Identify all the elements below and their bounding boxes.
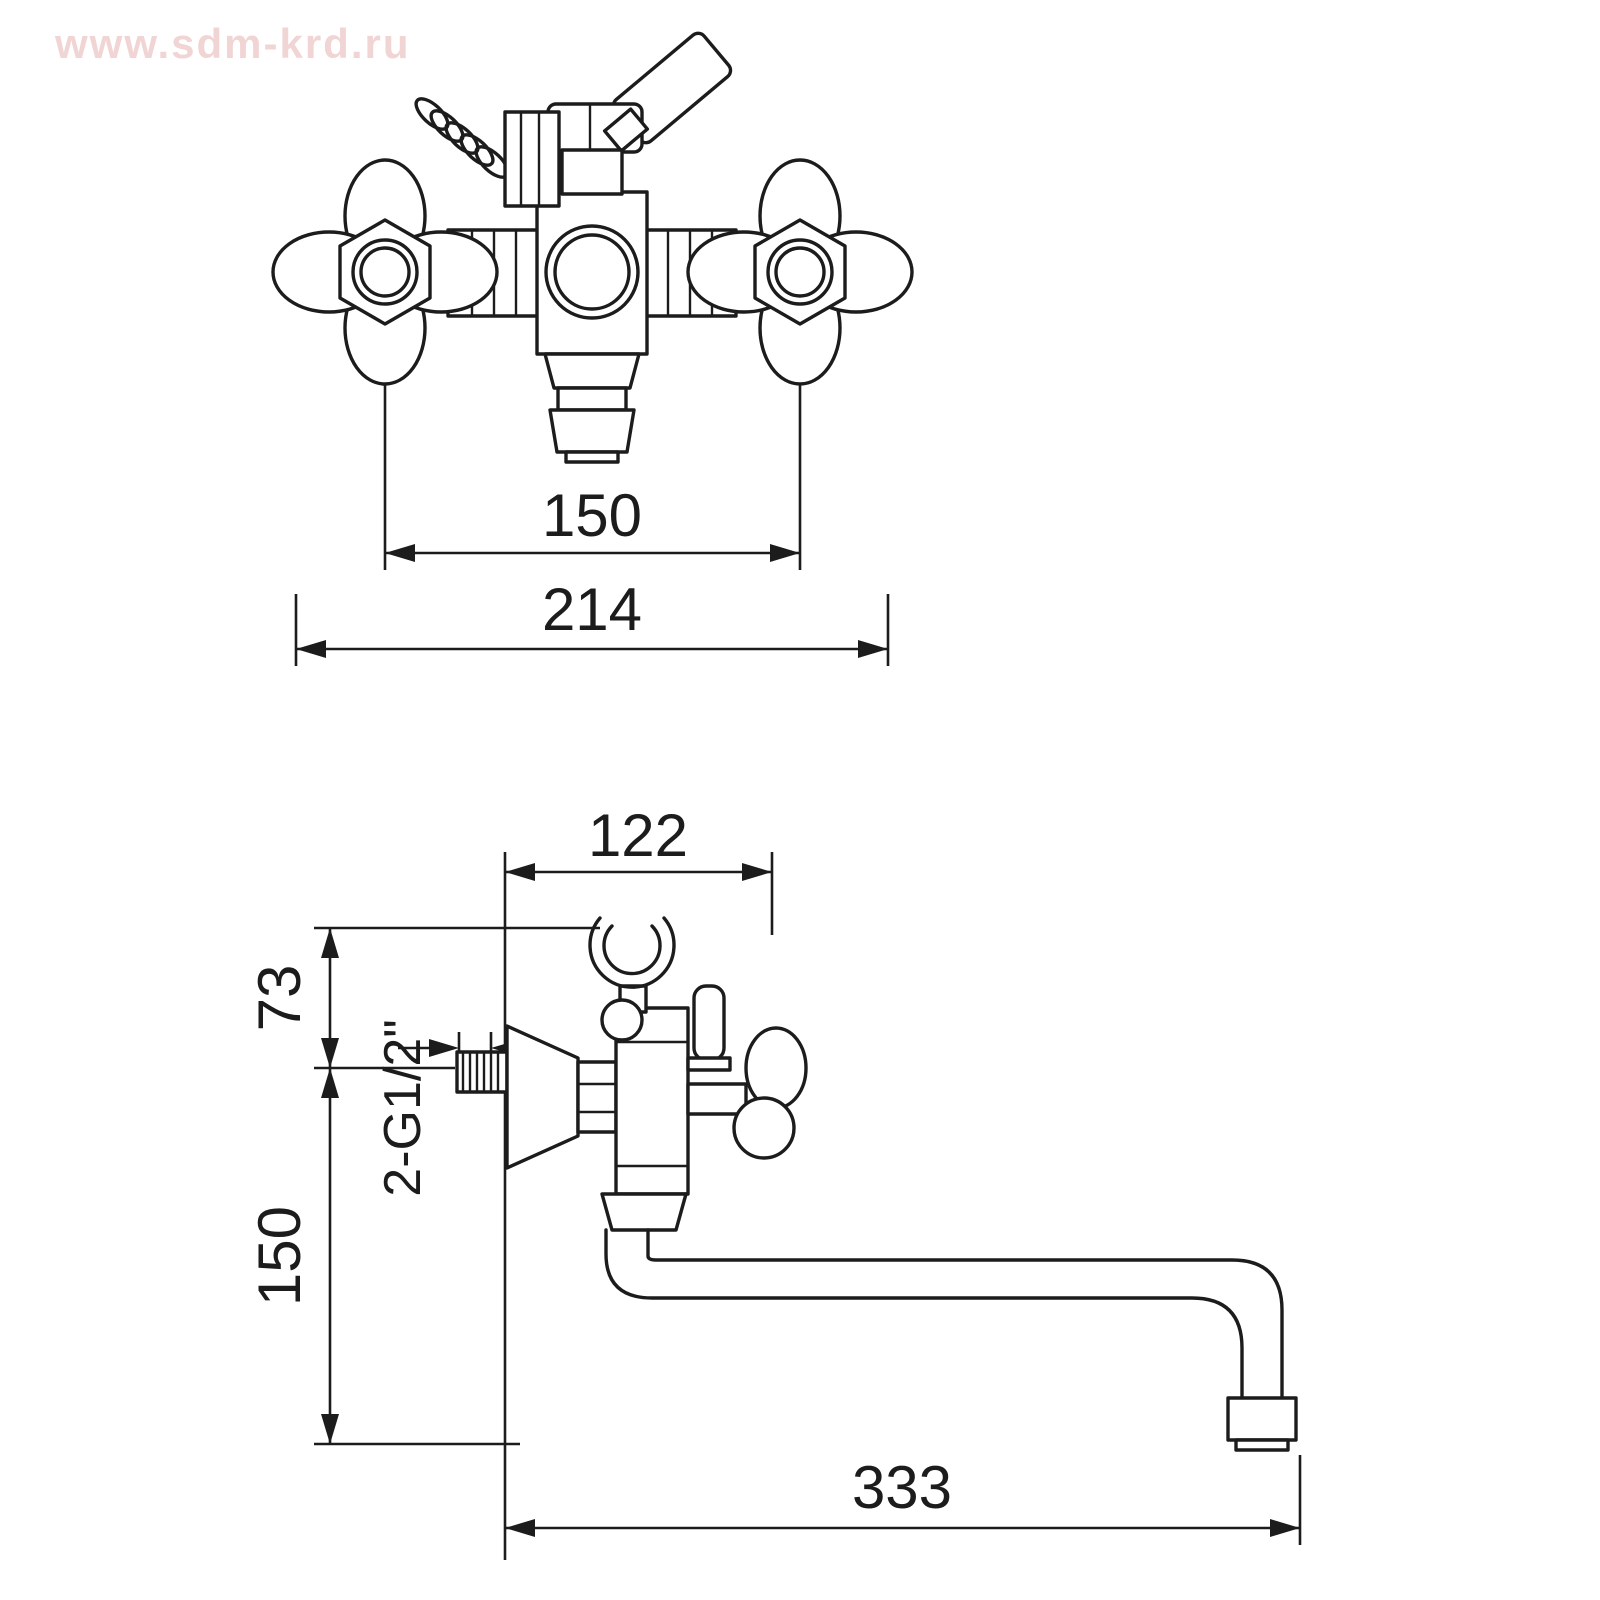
shower-holder [588,916,676,1014]
arrowhead-bottom [321,1414,339,1444]
arrowhead-left [429,1039,459,1057]
side-dim-73: 73 [246,926,600,1070]
hex-connector [576,1060,618,1134]
dim-label-150: 150 [246,1206,313,1306]
handle-stem [686,1082,748,1116]
handle-screw [359,246,411,298]
arrowhead-right [770,544,800,562]
diverter-knob [600,998,644,1042]
arrowhead-right [1270,1519,1300,1537]
body-parting-lines [616,1040,688,1168]
hex-connector-facets [578,1082,616,1114]
connector-block [602,107,650,153]
front-dim-214: 214 [294,576,890,666]
arrowhead-bottom [321,1038,339,1068]
handle-screw [774,246,826,298]
spout-aerator [1226,1396,1298,1442]
handle-petal-edge [744,1026,808,1110]
arrowhead-right [742,863,772,881]
wall-inlet-thread [455,1050,509,1094]
dim-label-333: 333 [852,1454,952,1521]
spout-tube-outer-edge [604,1228,1244,1400]
right-cross-handle [686,158,914,386]
holder-cradle-outer [588,916,676,989]
arrowhead-left [505,1519,535,1537]
spout-tube-inner-edge [646,1228,1284,1400]
aerator-cup [548,408,636,454]
thread-hatching [461,1052,500,1092]
left-cross-handle [271,158,499,386]
cap-inner-ring [553,233,631,311]
side-lever [686,984,732,1072]
arrowhead-left [296,640,326,658]
cartridge-cap [544,224,640,320]
hose-coil-ring [429,109,465,143]
hose-coil-ring [414,97,450,131]
extension-lines [383,380,802,570]
top-assembly [414,31,733,208]
collar-nut [543,352,641,390]
arrowhead-left [385,544,415,562]
arrowhead-right [858,640,888,658]
arrowhead-left [505,863,535,881]
lever-collar [686,1056,732,1072]
spout-outlet [543,352,641,464]
holder-cradle-inner [602,924,662,976]
thread-label: 2-G1/2" [374,1019,432,1196]
hose-elbow-facets [519,112,541,206]
dim-label-150: 150 [542,482,642,549]
wall-flange [505,1024,580,1170]
body-neck [560,148,624,196]
dim-label-214: 214 [542,576,642,643]
arrowhead-top [321,928,339,958]
swivel-spout [600,1192,1298,1452]
aerator-tip [564,450,620,464]
side-dim-150: 150 [246,1068,520,1446]
dim-label-73: 73 [246,965,313,1032]
arrowhead-top [321,1068,339,1098]
front-dim-150: 150 [383,380,802,570]
front-view-drawing: 150 214 [271,31,914,666]
watermark-text: www.sdm-krd.ru [55,20,411,67]
lever-grip [692,984,726,1062]
handle-petal-ball [732,1096,796,1160]
handshower-connector [602,107,650,153]
side-cross-handle [686,1026,808,1160]
hose-elbow [503,110,561,208]
outlet-ring [556,386,628,412]
thread-callout: 2-G1/2" [374,1019,552,1197]
side-view-drawing: 122 73 150 [246,802,1302,1560]
dim-label-122: 122 [588,802,688,869]
side-dim-122: 122 [503,802,774,1560]
spout-nut [600,1192,688,1232]
side-dim-333: 333 [505,1454,1302,1545]
spout-aerator-tip [1234,1438,1290,1452]
thread-nipple [455,1050,509,1094]
extension-lines [294,594,890,666]
shower-hose-coil [414,97,510,179]
